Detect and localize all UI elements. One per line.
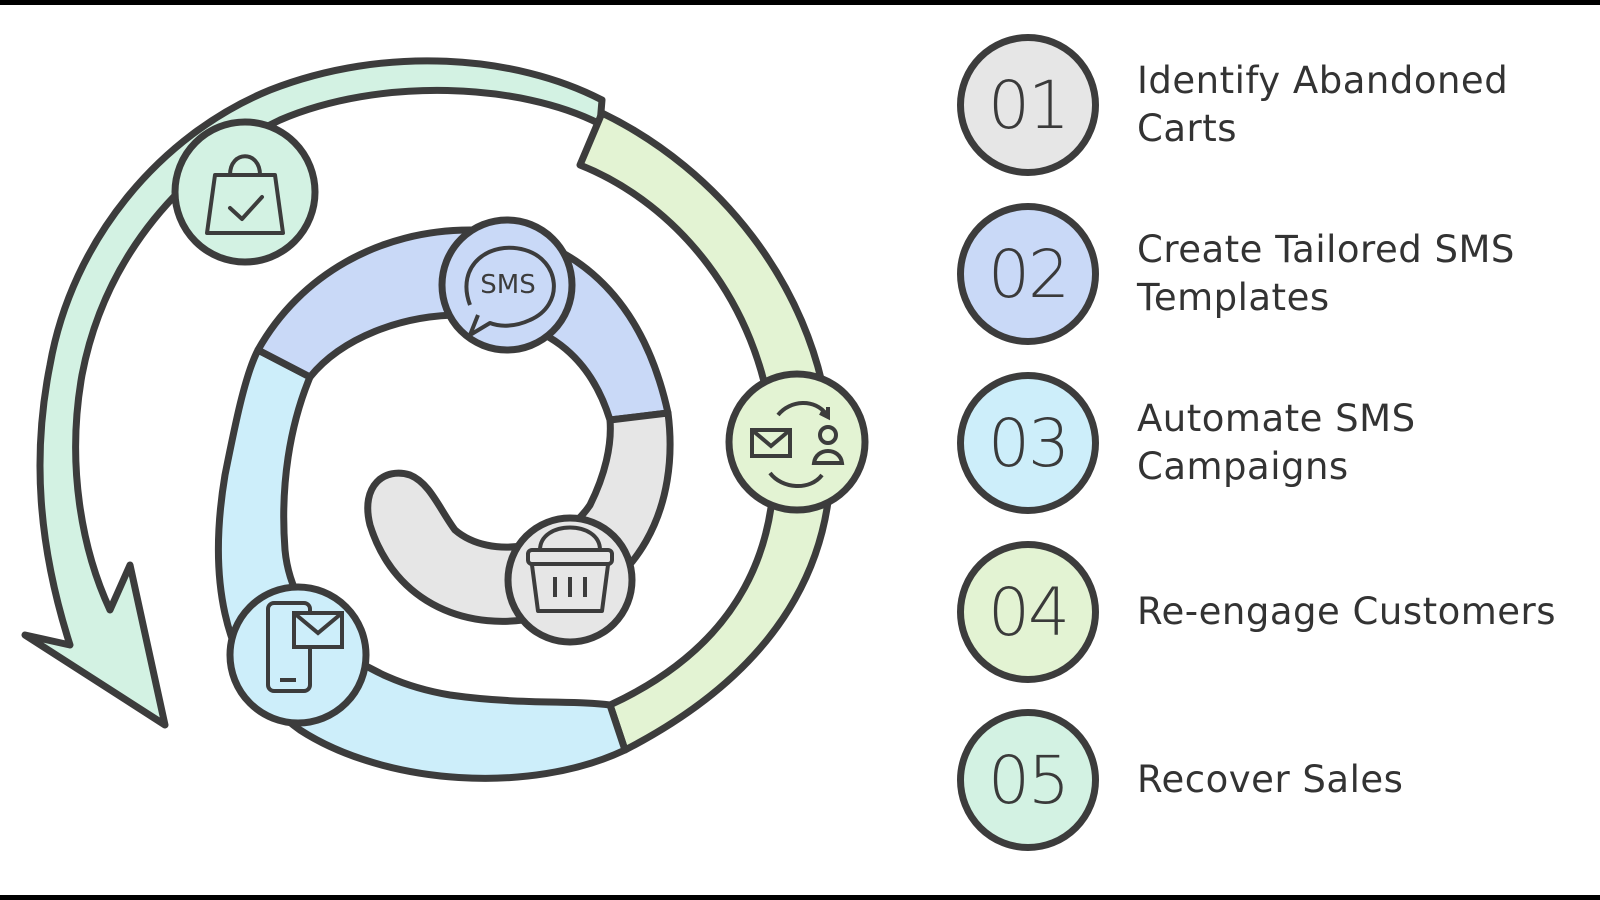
step-02: 02 Create Tailored SMS Templates bbox=[955, 199, 1595, 349]
step-05: 05 Recover Sales bbox=[955, 705, 1595, 855]
phone-mail-icon bbox=[226, 583, 370, 727]
mail-user-cycle-icon bbox=[725, 370, 869, 514]
step-number: 03 bbox=[988, 404, 1070, 482]
step-badge: 01 bbox=[957, 34, 1099, 176]
spiral-diagram: SMS bbox=[21, 57, 869, 782]
step-badge: 03 bbox=[957, 372, 1099, 514]
step-number: 02 bbox=[988, 235, 1070, 313]
sms-bubble-icon: SMS bbox=[438, 216, 576, 354]
shopping-basket-icon bbox=[504, 514, 636, 646]
step-number: 05 bbox=[988, 741, 1070, 819]
infographic-canvas: SMS bbox=[0, 5, 1600, 895]
step-number: 04 bbox=[988, 573, 1070, 651]
step-label: Automate SMS Campaigns bbox=[1137, 396, 1416, 488]
step-label: Recover Sales bbox=[1137, 757, 1404, 801]
sms-text: SMS bbox=[480, 270, 535, 300]
shopping-bag-check-icon bbox=[171, 118, 319, 266]
step-number: 01 bbox=[988, 66, 1070, 144]
step-label: Create Tailored SMS Templates bbox=[1137, 227, 1515, 319]
arc-recover-sales bbox=[21, 57, 606, 729]
step-badge: 04 bbox=[957, 541, 1099, 683]
step-badge: 05 bbox=[957, 709, 1099, 851]
step-label: Re-engage Customers bbox=[1137, 589, 1557, 633]
step-badge: 02 bbox=[957, 203, 1099, 345]
step-label: Identify Abandoned Carts bbox=[1137, 58, 1509, 150]
step-list: 01 Identify Abandoned Carts 02 Create Ta… bbox=[955, 5, 1595, 895]
step-04: 04 Re-engage Customers bbox=[955, 537, 1595, 687]
step-03: 03 Automate SMS Campaigns bbox=[955, 368, 1595, 518]
step-01: 01 Identify Abandoned Carts bbox=[955, 30, 1595, 180]
